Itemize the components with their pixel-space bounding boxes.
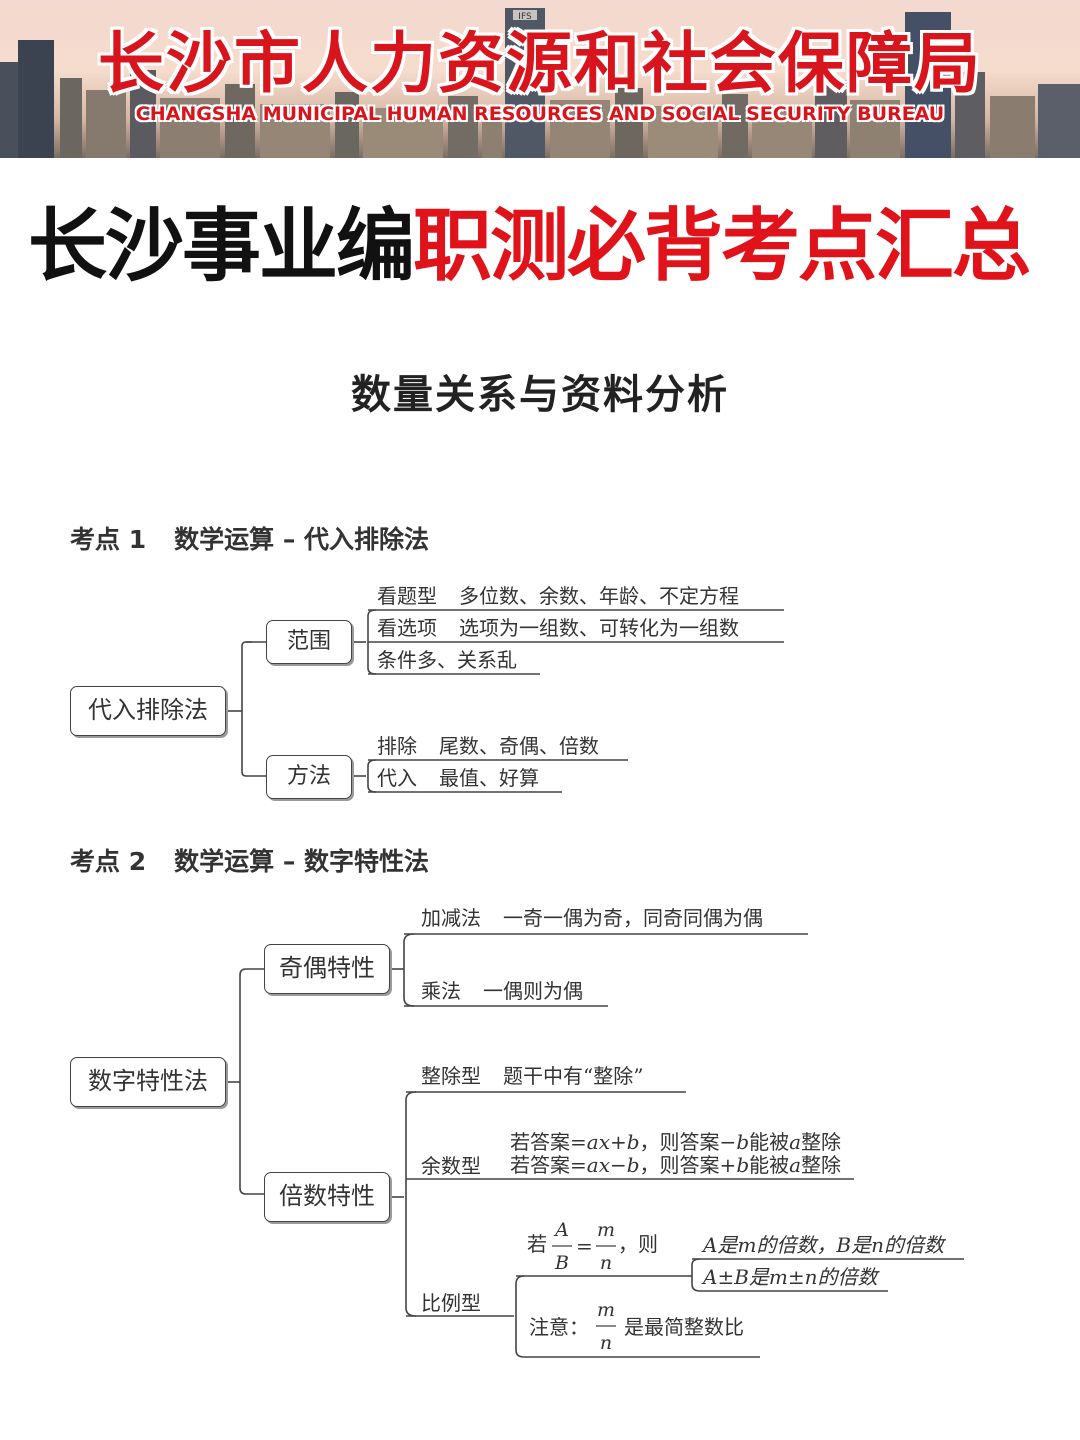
leaf-multiple-ratio-key: 比例型: [421, 1291, 481, 1315]
banner-subtitle: CHANGSHA MUNICIPAL HUMAN RESOURCES AND S…: [135, 103, 945, 125]
kaodian-2-number: 考点 2: [70, 847, 147, 876]
root-node-number-property-method: 数字特性法: [70, 1057, 226, 1107]
branch-node-multiple: 倍数特性: [264, 1172, 390, 1222]
ratio-equals: =: [576, 1234, 593, 1258]
kaodian-1-number: 考点 1: [70, 525, 147, 554]
ratio-if-word: 若: [527, 1232, 547, 1256]
leaf-range-2: 看选项选项为一组数、可转化为一组数: [377, 616, 739, 640]
ifs-building-sign: IFS: [518, 12, 532, 22]
headline: 长沙事业编职测必背考点汇总: [28, 196, 1068, 296]
kaodian-2-title: 数学运算 – 数字特性法: [174, 847, 430, 876]
ratio-note-frac-denominator: n: [599, 1332, 613, 1354]
leaf-parity-addsub: 加减法一奇一偶为奇，同奇同偶为偶: [421, 906, 763, 930]
ratio-frac-numerator-m: m: [596, 1219, 616, 1241]
section-title: 数量关系与资料分析: [351, 372, 729, 418]
leaf-multiple-divisible: 整除型题干中有“整除”: [421, 1064, 644, 1088]
leaf-range-3: 条件多、关系乱: [377, 648, 517, 672]
leaf-method-1: 排除尾数、奇偶、倍数: [377, 734, 599, 758]
ratio-result-1: A是m的倍数，B是n的倍数: [703, 1233, 944, 1257]
ratio-note-text: 是最简整数比: [624, 1315, 744, 1339]
ratio-frac-denominator-n: n: [599, 1252, 613, 1274]
kaodian-2-heading: 考点 2 数学运算 – 数字特性法: [70, 842, 429, 878]
branch-node-parity: 奇偶特性: [264, 944, 390, 994]
branch-node-method: 方法: [266, 755, 352, 799]
kaodian-1-title: 数学运算 – 代入排除法: [174, 525, 430, 554]
city-skyline-image: IFS: [0, 8, 1080, 158]
ratio-result-2: A±B是m±n的倍数: [703, 1265, 878, 1289]
ratio-frac-numerator-a: A: [555, 1219, 569, 1241]
kaodian-1-heading: 考点 1 数学运算 – 代入排除法: [70, 520, 429, 556]
leaf-method-2: 代入最值、好算: [377, 766, 539, 790]
ratio-note-word: 注意：: [529, 1315, 589, 1339]
branch-node-range: 范围: [266, 620, 352, 664]
banner-title: 长沙市人力资源和社会保障局: [98, 25, 982, 102]
header-banner: IFS 长沙市人力资源和社会保障局 CHANGSHA MUNICIPAL HUM…: [0, 0, 1080, 158]
leaf-range-1: 看题型多位数、余数、年龄、不定方程: [377, 584, 739, 608]
remainder-rule-line-2: 若答案=ax−b，则答案+b能被a整除: [510, 1153, 842, 1177]
ratio-frac-denominator-b: B: [555, 1252, 569, 1274]
ratio-then-word: ，则: [618, 1232, 658, 1256]
root-node-substitution-method: 代入排除法: [70, 686, 226, 736]
headline-black-part: 长沙事业编: [28, 199, 415, 292]
ratio-note-frac-numerator: m: [596, 1299, 616, 1321]
leaf-multiple-remainder-key: 余数型: [421, 1154, 481, 1178]
leaf-parity-multiply: 乘法一偶则为偶: [421, 979, 583, 1003]
remainder-rule-line-1: 若答案=ax+b，则答案−b能被a整除: [510, 1130, 842, 1154]
headline-red-part: 职测必背考点汇总: [413, 199, 1031, 292]
